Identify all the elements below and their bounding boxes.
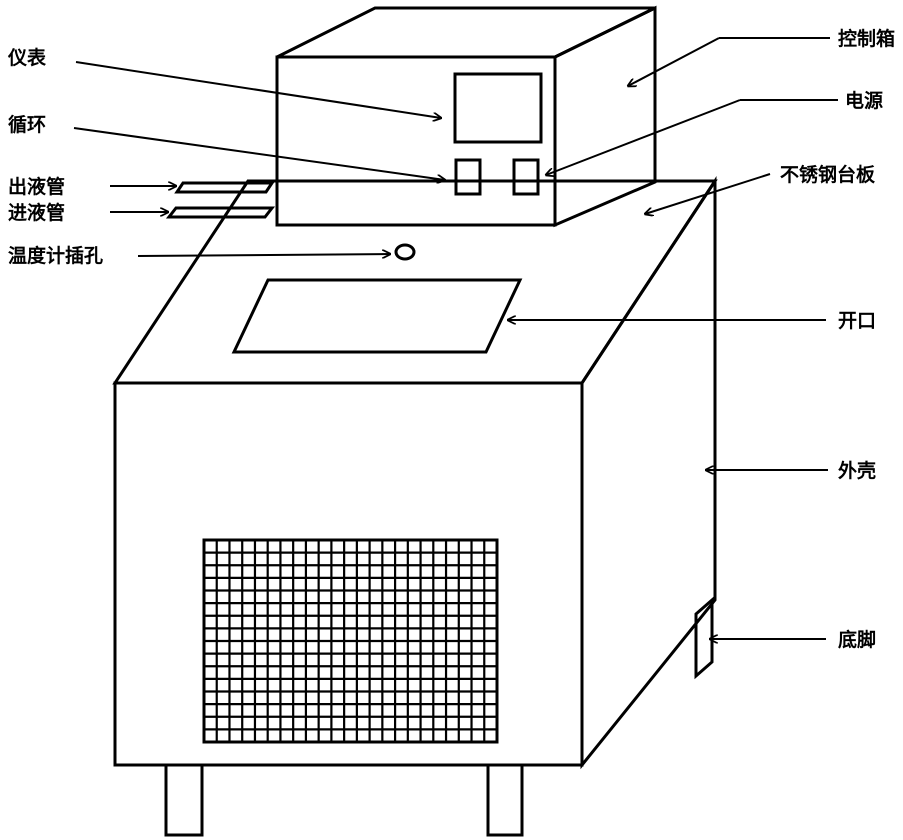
control-box-top <box>276 6 656 59</box>
label-shell: 外壳 <box>838 459 876 482</box>
top-opening <box>231 278 523 354</box>
label-outlet-pipe: 出液管 <box>8 175 65 198</box>
arrow-circulation <box>73 127 445 180</box>
arrow-thermometer-hole <box>137 254 390 256</box>
inlet-pipe <box>165 206 276 219</box>
label-control-box: 控制箱 <box>838 27 895 50</box>
foot-rear-right <box>694 596 714 680</box>
thermometer-hole <box>394 243 416 261</box>
label-feet: 底脚 <box>838 628 876 651</box>
arrow-stainless-plate <box>645 173 771 214</box>
power-switch <box>512 158 540 196</box>
label-opening: 开口 <box>838 310 876 332</box>
label-inlet-pipe: 进液管 <box>8 201 65 224</box>
outlet-pipe <box>174 181 275 194</box>
label-circulation: 循环 <box>8 113 46 136</box>
ventilation-grille <box>202 538 499 744</box>
foot-front-right <box>486 763 524 837</box>
arrow-power-tip <box>546 99 741 175</box>
shell-side-face <box>580 175 717 770</box>
label-power: 电源 <box>845 89 883 112</box>
foot-front-left <box>164 763 204 837</box>
arrow-meter <box>75 61 441 118</box>
arrow-control-box-tip <box>628 37 720 86</box>
circulation-switch <box>454 158 482 196</box>
label-stainless-plate: 不锈钢台板 <box>780 163 876 186</box>
shell-front-face <box>113 381 584 767</box>
meter-display <box>453 72 543 144</box>
label-thermometer-hole: 温度计插孔 <box>8 244 103 267</box>
label-meter: 仪表 <box>7 46 47 69</box>
